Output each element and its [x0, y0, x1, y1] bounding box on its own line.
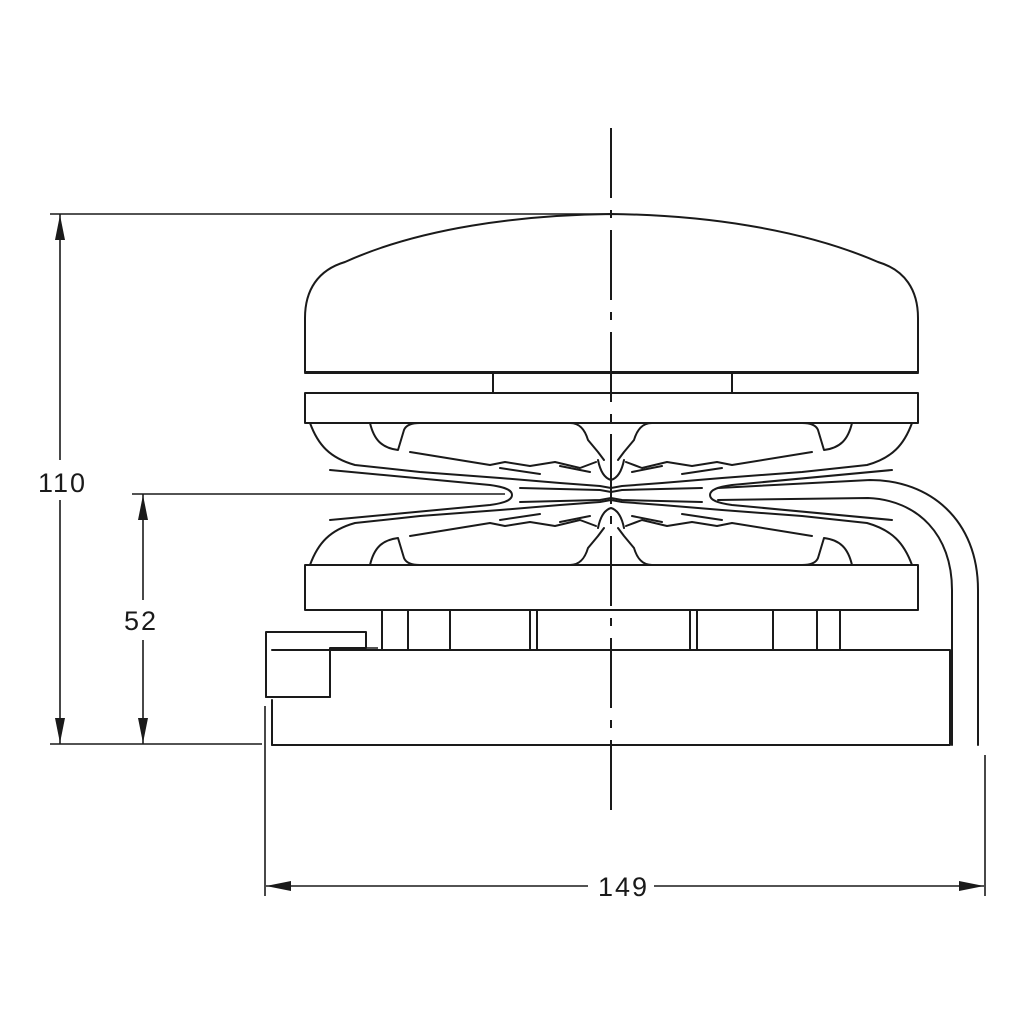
lower-plate	[304, 499, 919, 611]
base	[265, 609, 951, 746]
cable	[717, 479, 979, 746]
dimension-gap-height: 52	[124, 493, 505, 744]
neck	[304, 372, 919, 394]
dimension-gap-height-label: 52	[124, 606, 158, 636]
upper-plate	[304, 392, 919, 489]
dimension-total-width: 149	[264, 706, 986, 902]
spring-waist	[329, 469, 893, 521]
dimension-total-height-label: 110	[38, 468, 87, 498]
dimension-total-width-label: 149	[598, 872, 649, 902]
dome-cap	[304, 213, 919, 373]
dimension-total-height: 110	[38, 213, 611, 745]
